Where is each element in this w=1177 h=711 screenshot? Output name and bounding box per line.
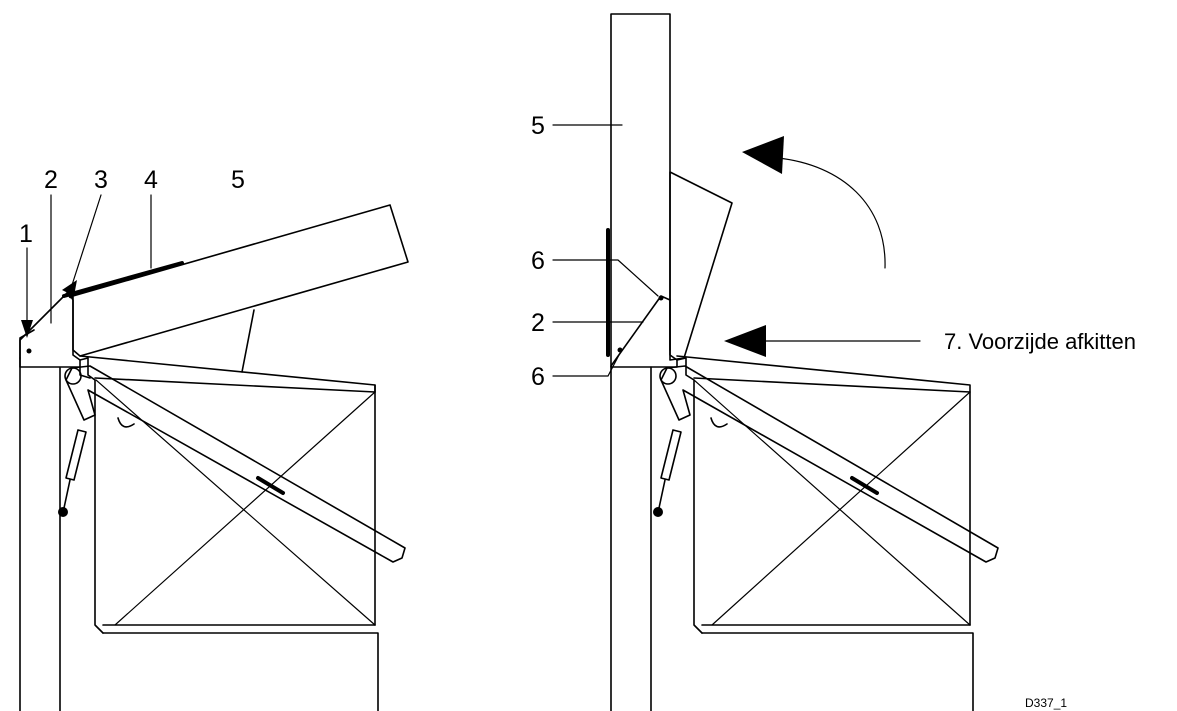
left-box-diag-2: [114, 391, 376, 626]
label-2: 2: [44, 166, 58, 194]
right-gas-spring-rod: [658, 479, 666, 509]
left-gas-spring-end: [58, 507, 68, 517]
left-channel: [79, 357, 104, 634]
left-base: [102, 632, 379, 711]
left-box-top-inner: [94, 377, 376, 393]
label-r7: 7. Voorzijde afkitten: [944, 329, 1136, 354]
label-3: 3: [94, 166, 108, 194]
rotation-arrow-curve: [777, 157, 886, 269]
right-base: [701, 632, 974, 711]
label-r2: 2: [531, 309, 545, 337]
right-lever-grip: [850, 476, 879, 495]
right-support-panel: [669, 171, 733, 361]
drawing-code: D337_1: [1025, 696, 1067, 710]
leader-r6b: [552, 354, 620, 377]
right-box-diag-2: [711, 391, 971, 626]
label-r6a: 6: [531, 247, 545, 275]
left-gas-spring-rod: [63, 479, 71, 509]
label-r6b: 6: [531, 363, 545, 391]
right-bracket-pin-lower: [617, 347, 623, 353]
left-bracket-hole: [26, 348, 32, 354]
left-box-diag-1: [95, 379, 376, 626]
left-seal-strip: [62, 261, 184, 298]
label-r5: 5: [531, 112, 545, 140]
right-lid-raised: [610, 13, 671, 711]
arrow-1-head: [21, 320, 33, 338]
right-box-diag-1: [693, 379, 971, 626]
leader-3: [71, 194, 102, 286]
label-5: 5: [231, 166, 245, 194]
left-gas-spring-body: [65, 429, 87, 481]
right-box-top-inner: [693, 377, 971, 393]
right-gas-spring-body: [660, 429, 682, 481]
leader-r6a: [552, 259, 659, 297]
arrow-7-head: [724, 325, 766, 357]
left-lever-pivot: [64, 367, 82, 385]
left-figure: 1 2 3 4 5: [19, 166, 409, 711]
right-lever-pivot: [659, 367, 677, 385]
left-lever: [65, 365, 406, 563]
left-channel-lip: [79, 366, 91, 379]
right-gas-spring-end: [653, 507, 663, 517]
right-hinge-bracket: [610, 295, 678, 368]
right-box-top: [676, 355, 971, 626]
right-bracket-pin-upper: [658, 295, 664, 301]
right-lever-hook: [710, 417, 728, 428]
left-lever-grip: [256, 476, 285, 495]
label-1: 1: [19, 220, 33, 248]
right-figure: 5 6 2 6 7. Voorzijde afkitten: [531, 13, 1136, 711]
left-lever-hook: [117, 417, 135, 428]
arrow-3-head: [62, 280, 77, 296]
rotation-arrow-head: [742, 136, 784, 174]
right-lever: [660, 365, 999, 563]
label-4: 4: [144, 166, 158, 194]
left-lid-open: [72, 204, 409, 357]
right-channel: [676, 357, 703, 634]
left-strut: [241, 309, 255, 373]
